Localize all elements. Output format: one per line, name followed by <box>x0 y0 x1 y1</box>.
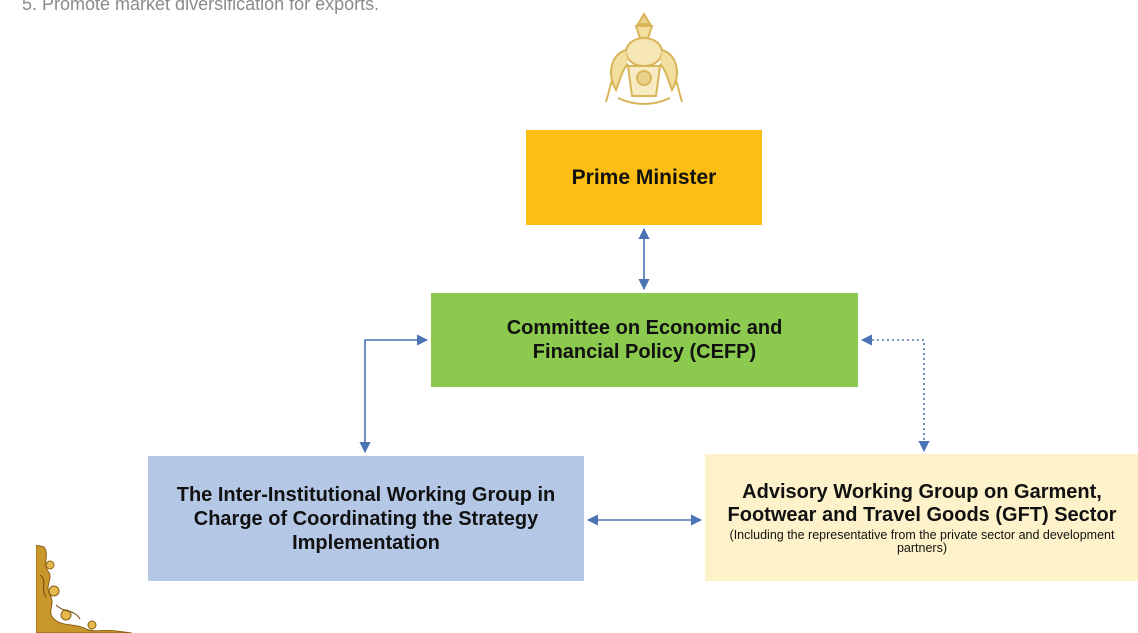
iwg-label: The Inter-Institutional Working Group in… <box>176 483 556 554</box>
prime-minister-box: Prime Minister <box>526 130 762 225</box>
cefp-label: Committee on Economic and Financial Poli… <box>506 317 783 363</box>
edge-cefp-awg <box>860 334 930 453</box>
prime-minister-label: Prime Minister <box>571 165 717 189</box>
royal-coat-of-arms-icon <box>605 12 683 105</box>
cefp-box: Committee on Economic and Financial Poli… <box>431 293 858 387</box>
kbach-corner-ornament-icon <box>36 545 132 633</box>
advisory-working-group-box: Advisory Working Group on Garment, Footw… <box>705 454 1138 581</box>
previous-slide-text: 5. Promote market diversification for ex… <box>22 0 380 14</box>
edge-cefp-iwg <box>359 334 429 454</box>
awg-note: (Including the representative from the p… <box>729 527 1115 555</box>
awg-label: Advisory Working Group on Garment, Footw… <box>727 480 1117 526</box>
inter-institutional-working-group-box: The Inter-Institutional Working Group in… <box>148 456 584 581</box>
